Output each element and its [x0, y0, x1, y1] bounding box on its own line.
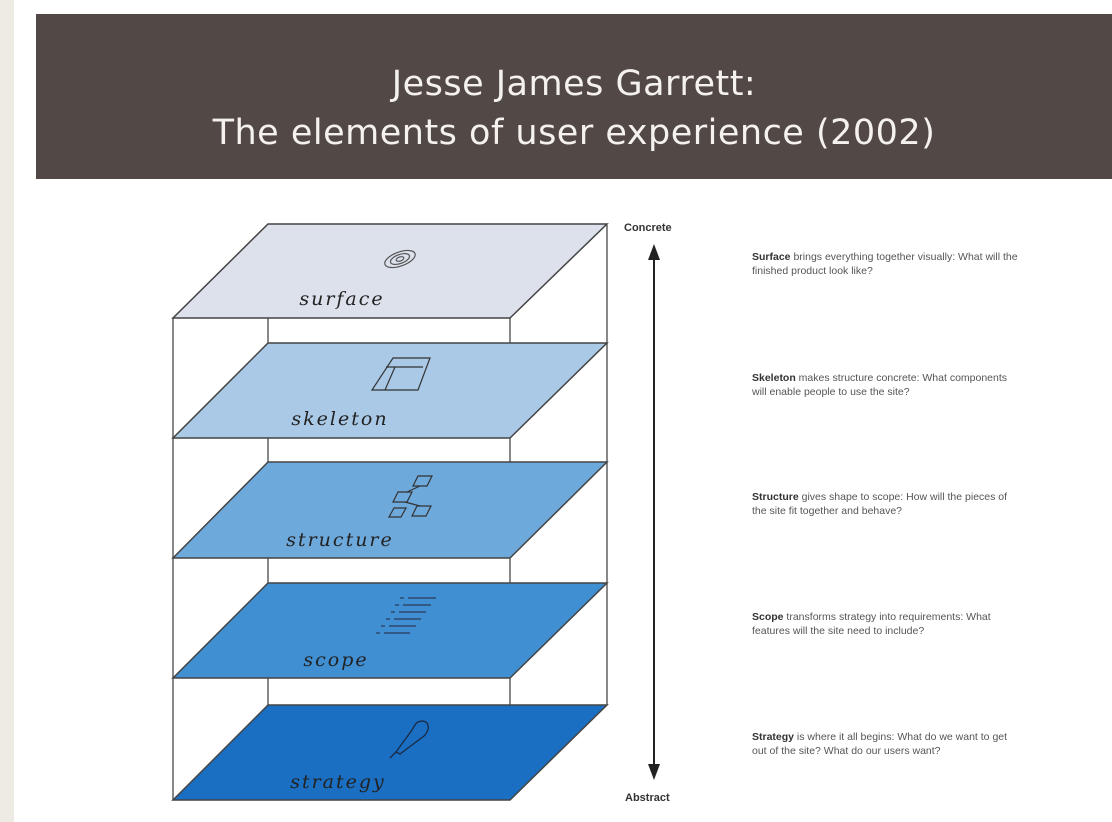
slide-margin: [0, 0, 14, 822]
description-strategy: Strategy is where it all begins: What do…: [752, 730, 1022, 758]
description-surface-text: brings everything together visually: Wha…: [752, 251, 1018, 277]
plane-label-scope: scope: [303, 649, 368, 671]
title-line-2: The elements of user experience (2002): [212, 113, 936, 153]
title-bar: Jesse James Garrett: The elements of use…: [36, 14, 1112, 179]
plane-structure: structure: [171, 461, 609, 559]
description-scope: Scope transforms strategy into requireme…: [752, 610, 1022, 638]
plane-strategy-shape: [171, 704, 609, 801]
plane-scope: scope: [171, 582, 609, 679]
description-structure: Structure gives shape to scope: How will…: [752, 490, 1022, 518]
plane-label-skeleton: skeleton: [291, 408, 388, 430]
description-skeleton: Skeleton makes structure concrete: What …: [752, 371, 1022, 399]
wireframe-icon: [370, 357, 431, 391]
arrow-up-head: [648, 244, 660, 260]
plane-structure-shape: [171, 461, 609, 559]
description-strategy-text: is where it all begins: What do we want …: [752, 731, 1008, 757]
plane-surface: surface: [171, 223, 609, 319]
description-skeleton-text: makes structure concrete: What component…: [752, 372, 1008, 398]
description-strategy-term: Strategy: [752, 731, 795, 743]
plane-skeleton: skeleton: [171, 342, 609, 439]
description-scope-text: transforms strategy into requirements: W…: [752, 611, 991, 637]
plane-label-strategy: strategy: [290, 771, 386, 793]
description-structure-term: Structure: [752, 491, 799, 503]
axis-label-concrete: Concrete: [624, 222, 672, 234]
pencil-icon: [389, 720, 429, 759]
description-surface: Surface brings everything together visua…: [752, 250, 1022, 278]
swirl-icon: [384, 249, 416, 269]
plane-scope-shape: [171, 582, 609, 679]
description-surface-term: Surface: [752, 251, 791, 263]
plane-label-surface: surface: [299, 288, 384, 310]
plane-label-structure: structure: [286, 529, 394, 551]
description-scope-term: Scope: [752, 611, 784, 623]
plane-strategy: strategy: [171, 704, 609, 801]
list-icon: [376, 597, 436, 634]
concrete-abstract-arrow: [648, 244, 660, 780]
description-structure-text: gives shape to scope: How will the piece…: [752, 491, 1008, 517]
plane-surface-shape: [171, 223, 609, 319]
axis-label-abstract: Abstract: [625, 792, 670, 804]
arrow-down-head: [648, 764, 660, 780]
description-skeleton-term: Skeleton: [752, 372, 796, 384]
flowchart-icon: [387, 475, 433, 518]
title-line-1: Jesse James Garrett:: [391, 64, 757, 104]
